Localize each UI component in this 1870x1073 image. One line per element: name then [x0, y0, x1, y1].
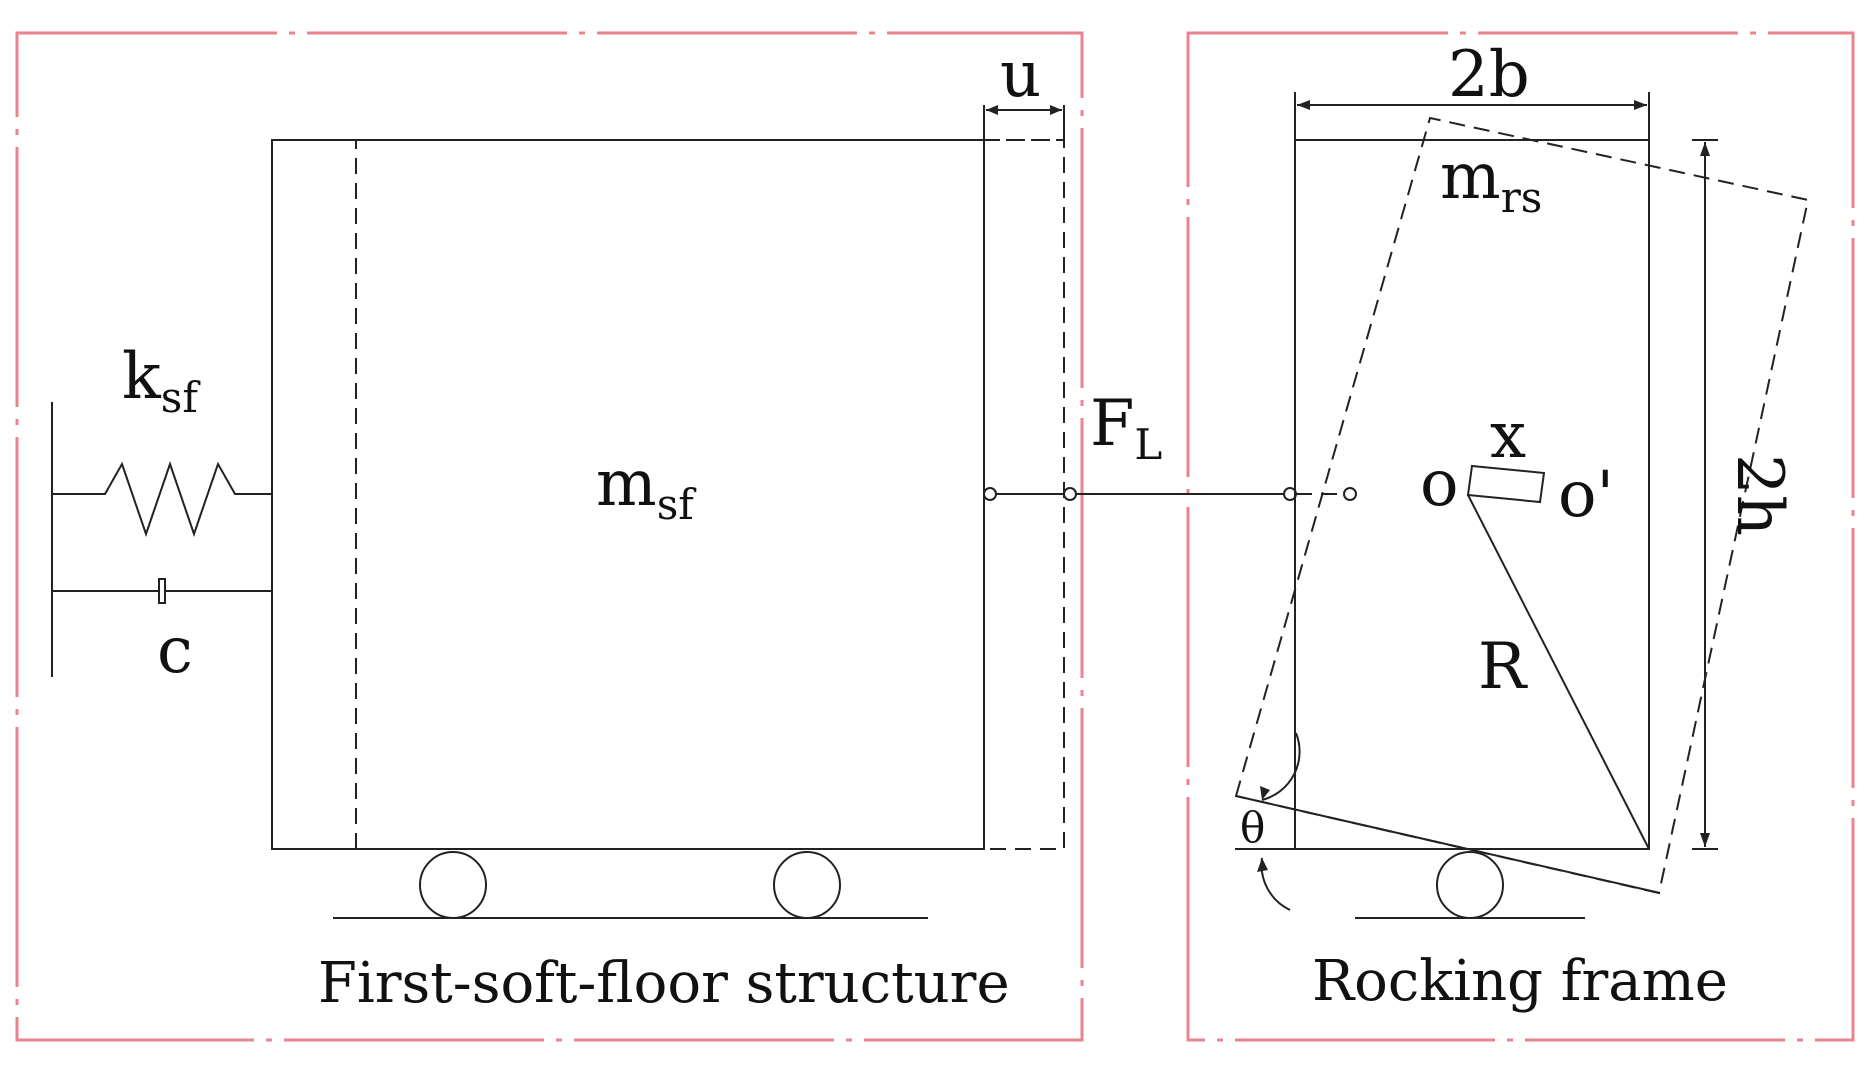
height-dimension	[1692, 139, 1718, 850]
wheel-icon	[419, 851, 487, 919]
force-label: FL	[1090, 387, 1162, 469]
radius-line	[1467, 494, 1650, 850]
center-shift-box	[1466, 464, 1546, 504]
angle-marker	[1235, 732, 1661, 911]
left-panel-frame	[15, 31, 1084, 1042]
mass-block-displaced	[355, 139, 1065, 850]
link-pin-displaced	[1063, 487, 1077, 501]
wheel-icon	[773, 851, 841, 919]
mask	[988, 143, 1060, 149]
left-caption: First-soft-floor structure	[318, 951, 1010, 1016]
width-dimension	[1294, 92, 1650, 140]
rocking-frame	[1234, 92, 1810, 919]
spring-icon	[52, 460, 272, 538]
right-panel-frame	[1186, 31, 1855, 1042]
displacement-label: u	[1000, 38, 1041, 112]
width-label: 2b	[1448, 38, 1530, 112]
link-pin	[983, 487, 997, 501]
spring-label: ksf	[122, 340, 201, 422]
shift-label: x	[1490, 399, 1526, 473]
wheel-icon	[1436, 851, 1504, 919]
height-label: 2h	[1722, 454, 1796, 536]
mass-label-msf: msf	[596, 447, 697, 529]
right-caption: Rocking frame	[1312, 949, 1728, 1014]
damper-label: c	[157, 614, 193, 688]
link-pin-frame-rotated	[1343, 487, 1357, 501]
center-shift-label: o'	[1558, 458, 1614, 532]
damper-icon	[52, 578, 272, 604]
soft-floor-structure	[51, 105, 1077, 919]
link-bar	[996, 487, 1357, 501]
center-label: o	[1420, 447, 1459, 521]
mass-label-mrs: mrs	[1440, 140, 1542, 222]
angle-label: θ	[1240, 803, 1265, 852]
radius-label: R	[1478, 630, 1528, 704]
displacement-dimension	[983, 105, 1065, 140]
